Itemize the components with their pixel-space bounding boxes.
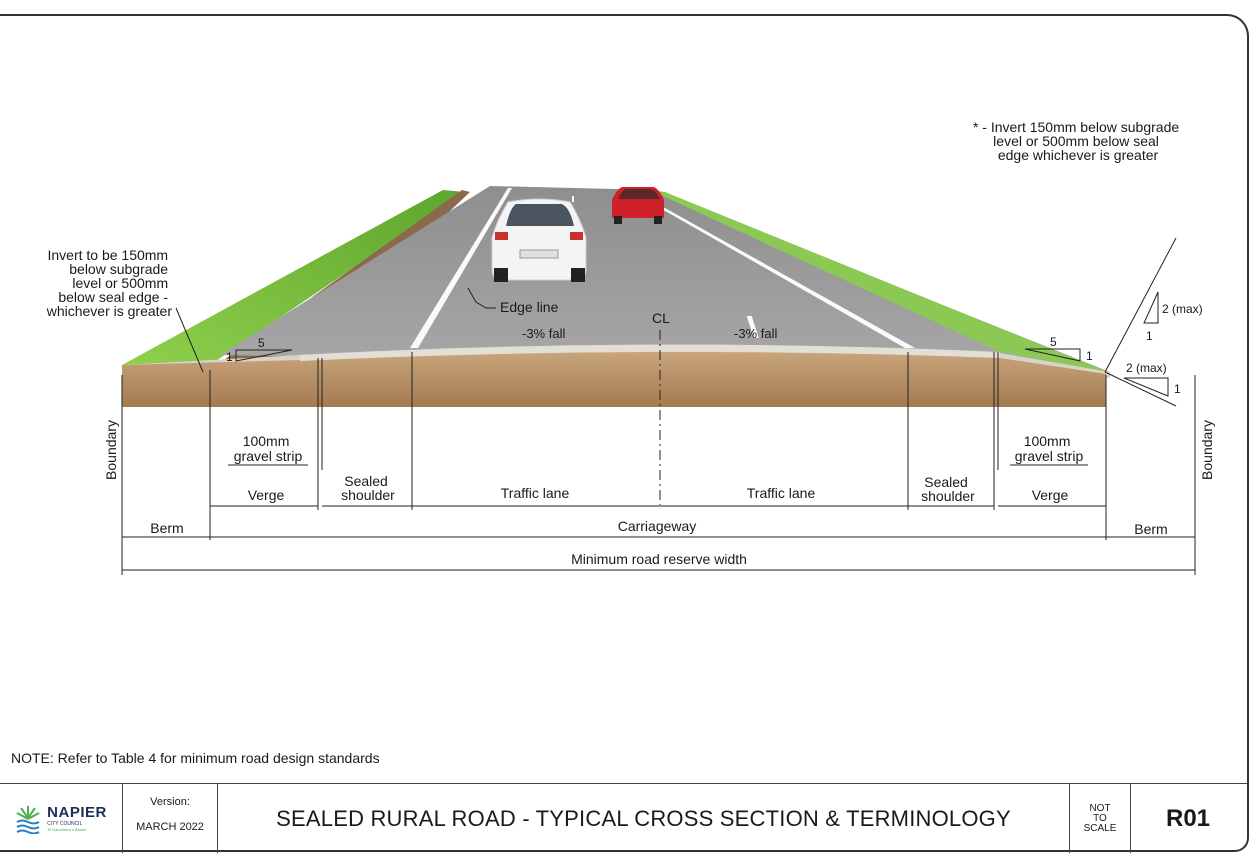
- title-block: NAPIER CITY COUNCIL Te Kaunihera o Ahuri…: [0, 783, 1247, 853]
- road-illustration: [122, 186, 1110, 407]
- batter-top-run: 1: [1146, 329, 1153, 343]
- slope-right-run: 5: [1050, 335, 1057, 349]
- slope-right-rise: 1: [1086, 349, 1093, 363]
- logo-subtitle: CITY COUNCIL: [47, 821, 83, 827]
- carriageway-label: Carriageway: [618, 518, 697, 534]
- centre-dash: [746, 316, 759, 338]
- fall-left-label: -3% fall: [522, 326, 565, 341]
- scale-line-1: NOT: [1089, 802, 1111, 814]
- slope-left-run: 5: [258, 336, 265, 350]
- version-value: MARCH 2022: [136, 821, 204, 833]
- white-car: [491, 198, 587, 282]
- centre-dash: [572, 196, 574, 202]
- design-note: NOTE: Refer to Table 4 for minimum road …: [11, 750, 380, 766]
- invert-note-right: * - Invert 150mm below subgrade level or…: [973, 119, 1183, 163]
- edge-line-left: [410, 188, 512, 348]
- scale-line-2: TO: [1093, 812, 1107, 824]
- fall-right-label: -3% fall: [734, 326, 777, 341]
- edge-line-right: [660, 208, 915, 348]
- scale-line-3: SCALE: [1083, 822, 1117, 834]
- drawing-title-text: SEALED RURAL ROAD - TYPICAL CROSS SECTIO…: [276, 805, 1011, 831]
- annotations: [121, 237, 1196, 575]
- council-logo: NAPIER CITY COUNCIL Te Kaunihera o Ahuri…: [0, 784, 123, 853]
- logo-name: NAPIER: [47, 804, 107, 821]
- version-cell: Version: MARCH 2022: [123, 784, 218, 853]
- red-car: [612, 187, 664, 224]
- batter-bottom-rise: 1: [1174, 382, 1181, 396]
- edge-line-label: Edge line: [500, 299, 559, 315]
- gravel-strip-right-label: 100mm gravel strip: [1015, 433, 1084, 464]
- traffic-lane-right-label: Traffic lane: [747, 485, 816, 501]
- gravel-strip-left-label: 100mm gravel strip: [234, 433, 303, 464]
- drawing-title: SEALED RURAL ROAD - TYPICAL CROSS SECTIO…: [218, 784, 1070, 853]
- version-label: Version:: [150, 796, 190, 808]
- centreline-label: CL: [652, 310, 670, 326]
- right-grass-verge: [650, 190, 1110, 373]
- traffic-lane-left-label: Traffic lane: [501, 485, 570, 501]
- logo-tagline: Te Kaunihera o Ahuriri: [47, 827, 87, 832]
- slope-left-rise: 1: [226, 350, 233, 364]
- napier-logo-icon: [16, 805, 40, 834]
- road-surface: [220, 186, 1110, 372]
- drawing-number-text: R01: [1165, 804, 1211, 832]
- shoulder-right-label: Sealed shoulder: [921, 474, 975, 504]
- seal-gravel-band: [300, 344, 1000, 361]
- boundary-right-label: Boundary: [1199, 420, 1215, 480]
- shoulder-left-label: Sealed shoulder: [341, 473, 395, 503]
- drawing-frame: [0, 14, 1249, 852]
- soil-subgrade: [122, 351, 1106, 407]
- berm-left-label: Berm: [150, 520, 183, 536]
- verge-left-label: Verge: [248, 487, 285, 503]
- left-grass-bank: [122, 190, 465, 365]
- invert-note-left: Invert to be 150mm below subgrade level …: [46, 247, 173, 319]
- drawing-number: R01: [1131, 784, 1245, 853]
- verge-right-label: Verge: [1032, 487, 1069, 503]
- boundary-left-label: Boundary: [103, 420, 119, 480]
- batter-top-rise: 2 (max): [1162, 302, 1203, 316]
- berm-right-label: Berm: [1134, 521, 1167, 537]
- batter-bottom-run: 2 (max): [1126, 361, 1167, 375]
- scale-cell: NOT TO SCALE: [1070, 784, 1131, 853]
- reserve-width-label: Minimum road reserve width: [571, 551, 747, 567]
